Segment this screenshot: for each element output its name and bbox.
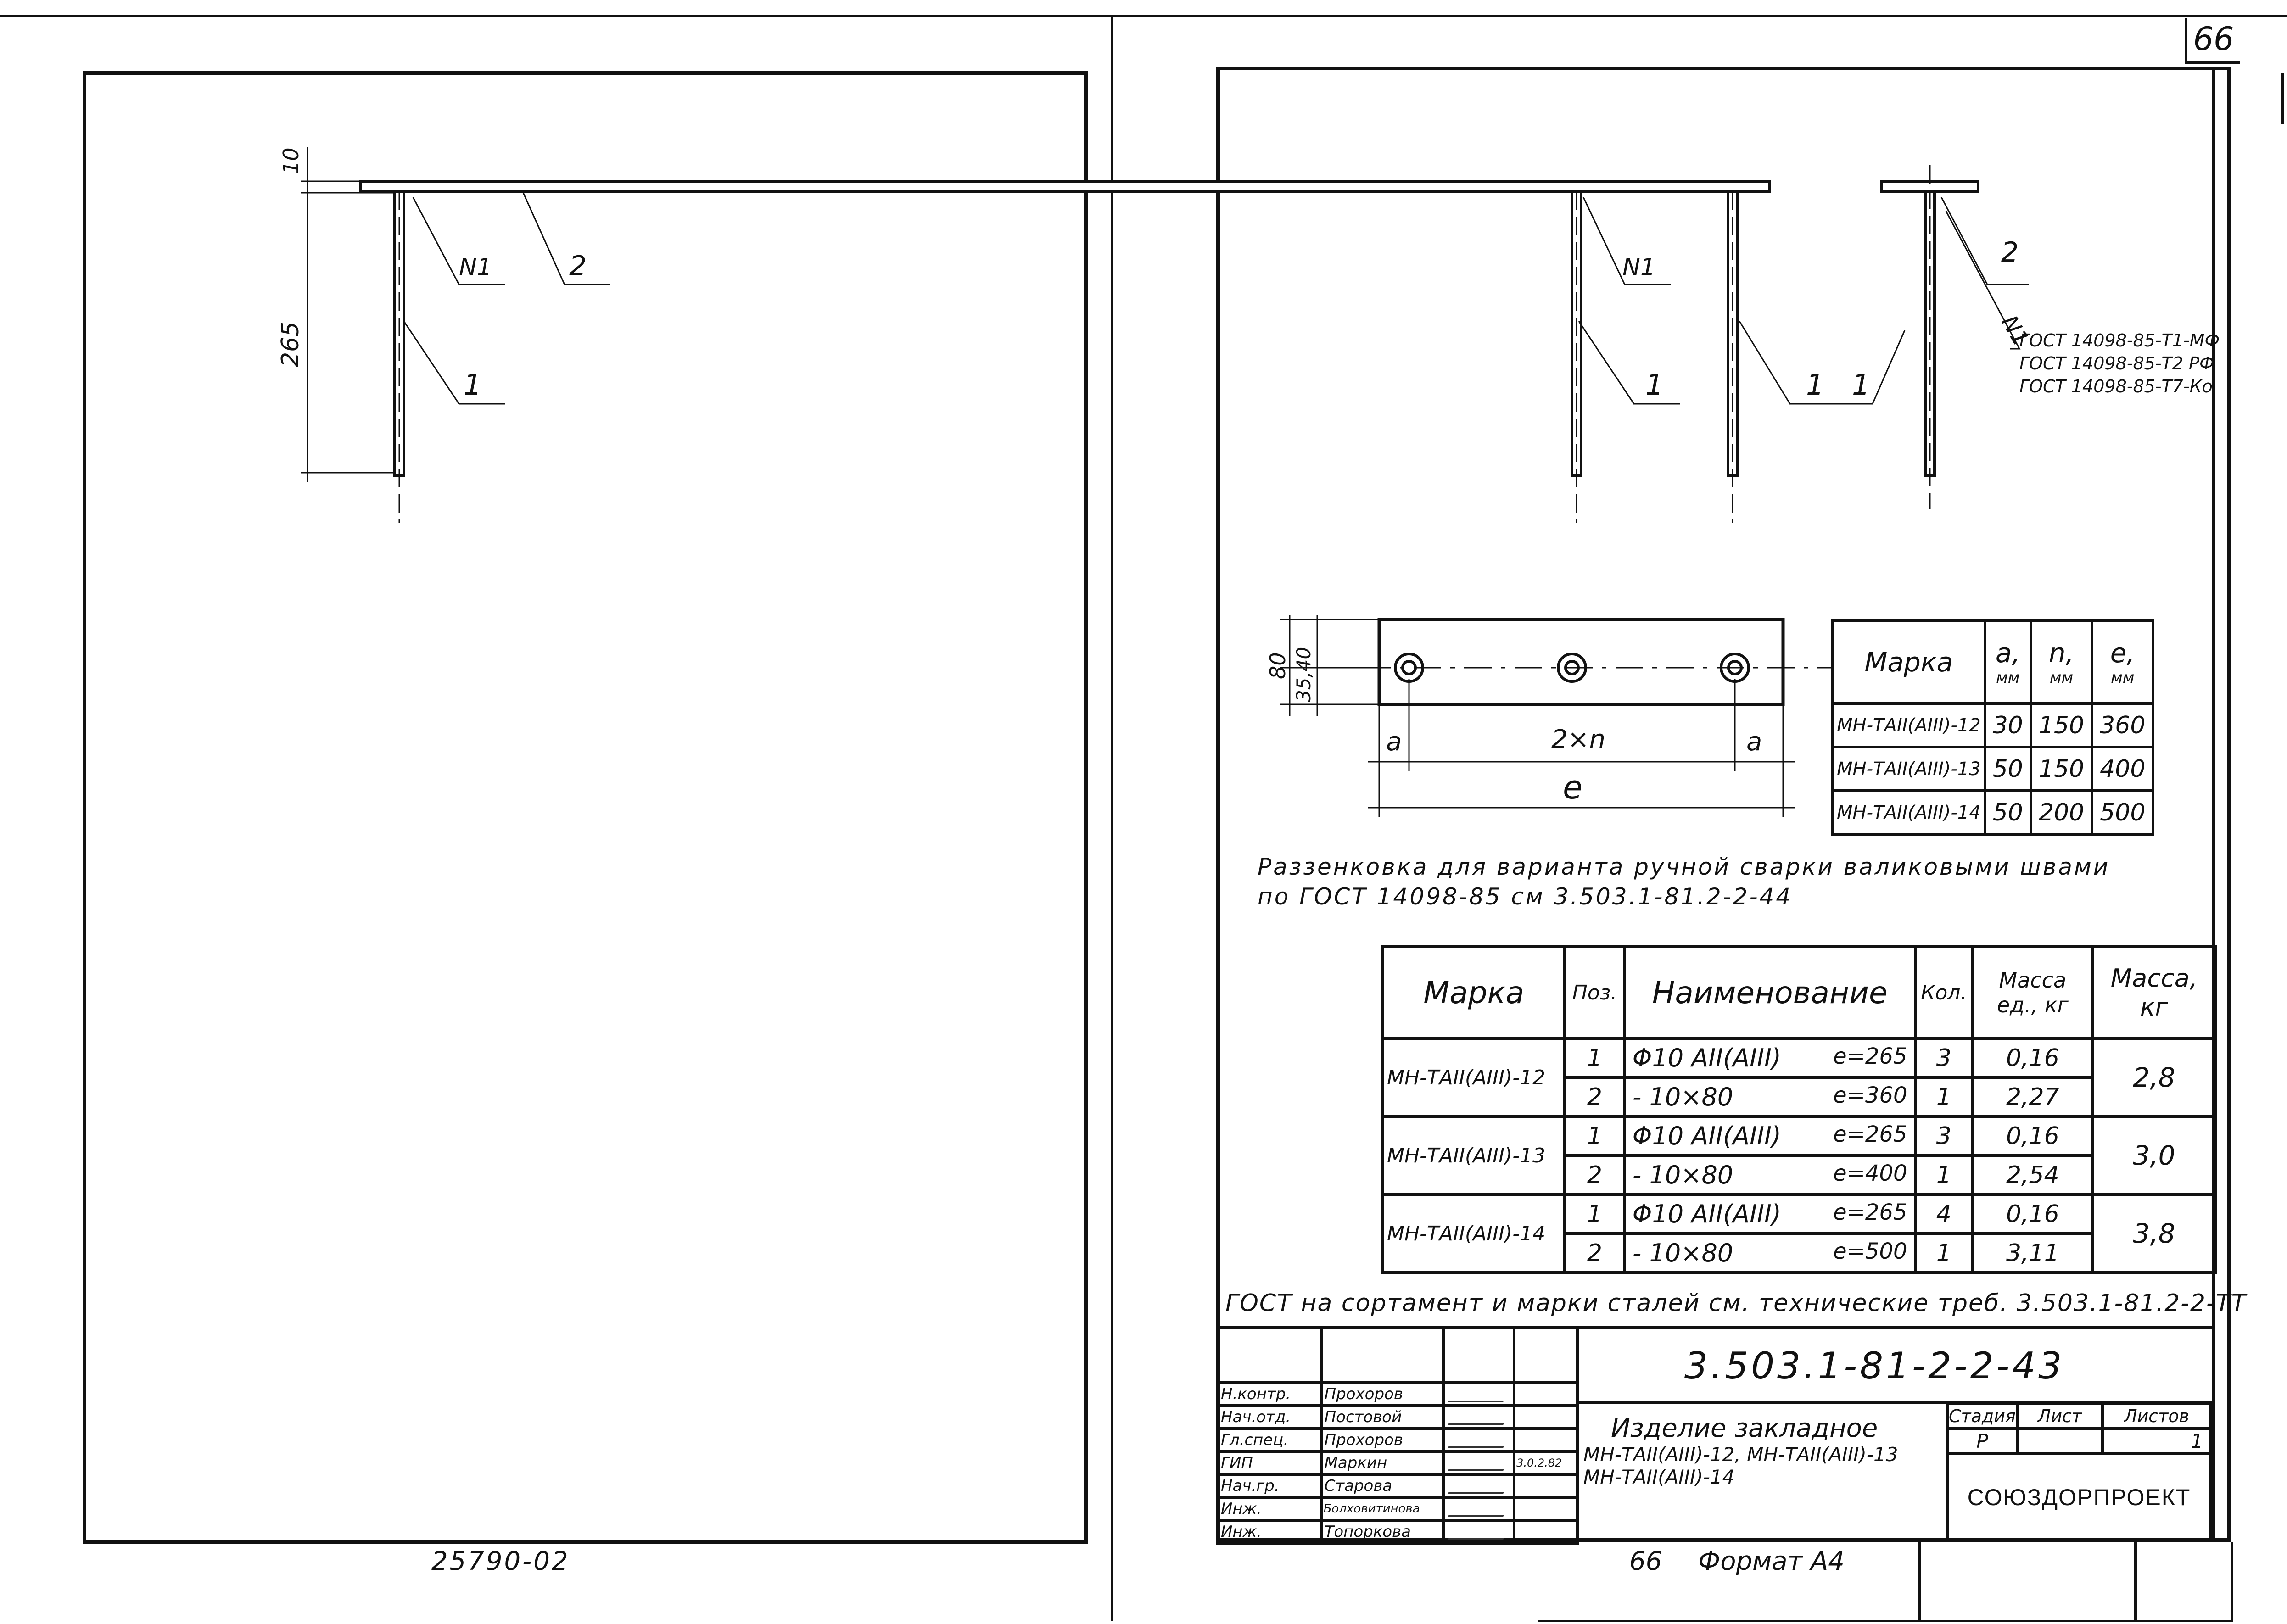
label-2-b: 2 [2001,236,2019,268]
doc-code: 3.503.1-81-2-2-43 [1684,1345,2065,1387]
part-title: Изделие закладное МН-ТАII(АIII)-12, МН-Т… [1583,1413,1898,1488]
table-row: МН-ТАII(АIII)-13 50 150 400 [1831,746,2155,792]
table-row: Инж.Топоркова [1216,1519,1579,1545]
plate-elevation [359,180,1771,193]
dim-header-e: e, мм [2091,619,2155,705]
stage-table: Стадия Лист Листов Р 1 СОЮЗДОРПРОЕКТ [1946,1402,2212,1542]
label-1-a: 1 [464,368,481,402]
table-row: Гл.спец.Прохоров [1216,1427,1579,1453]
sheets-value: 1 [2101,1427,2212,1455]
table-row: МН-ТАII(АIII)-12 1 Φ10 АII(АIII) e=265 3… [1381,1037,2217,1118]
dim-plate-thickness: 10 [279,147,303,174]
hand-weld-note-line-1: Раззенковка для варианта ручной сварки в… [1258,854,2110,880]
top-rule [0,15,2287,17]
right-edge-mark [2281,73,2284,124]
sheet-number-box: 66 [2185,18,2240,64]
table-row: Нач.отд.Постовой [1216,1404,1579,1430]
label-n1-b: N1 [1622,254,1655,281]
plan-dim-e: e [1563,769,1582,806]
table-row: 2 - 10×80 e=400 1 2,54 [1383,1154,2215,1196]
specification-table: Марка Поз. Наименование Кол. Масса ед., … [1381,945,2217,1274]
label-1-b: 1 [1645,368,1663,402]
spec-header-name: Наименование [1623,945,1917,1040]
gost-note-rule [1216,1326,2212,1329]
label-1-d: 1 [1852,368,1870,402]
label-2-a: 2 [569,250,587,282]
table-row: 2 - 10×80 e=500 1 3,11 [1383,1232,2215,1274]
signature [1442,1381,1516,1407]
table-row: МН-ТАII(АIII)-14 1 Φ10 АII(АIII) e=265 4… [1381,1193,2217,1274]
sheets-label: Листов [2101,1402,2212,1430]
table-row: Инж.Болховитинова [1216,1496,1579,1522]
sheet-number: 66 [2193,20,2234,58]
weld-standard-2: ГОСТ 14098-85-Т2 РФ [2019,353,2214,374]
table-row: Н.контр.Прохоров [1216,1381,1579,1407]
staff-table: Н.контр.Прохоров Нач.отд.Постовой Гл.спе… [1216,1326,1579,1545]
table-row: МН-ТАII(АIII)-13 1 Φ10 АII(АIII) e=265 3… [1381,1115,2217,1196]
spec-header-pos: Поз. [1563,945,1626,1040]
spec-header-unit-mass: Масса ед., кг [1971,945,2094,1040]
plan-dim-height: 80 [1265,652,1290,679]
label-n1-a: N1 [459,254,492,281]
sheet-value [2015,1427,2104,1455]
signature [1442,1473,1516,1499]
label-1-c: 1 [1806,368,1824,402]
spec-header-mass: Масса, кг [2091,945,2217,1040]
right-sheet-frame [1216,67,2231,1542]
weld-standard-3: ГОСТ 14098-85-Т7-Ко [2019,376,2213,396]
gost-steel-note: ГОСТ на сортамент и марки сталей см. тех… [1225,1289,2247,1317]
footer-page-number: 66 [1629,1546,1662,1576]
plate-plan [1377,618,1785,706]
table-row: 2 - 10×80 e=360 1 2,27 [1383,1076,2215,1118]
left-blank-frame [83,71,1088,1544]
dim-anchor-length: 265 [277,322,304,367]
signature [1442,1404,1516,1430]
plan-hole-2 [1557,653,1587,683]
spec-header-qty: Кол. [1913,945,1974,1040]
title-block: Н.контр.Прохоров Нач.отд.Постовой Гл.спе… [1216,1326,2212,1545]
table-row: МН-ТАII(АIII)-14 50 200 500 [1831,789,2155,836]
plan-dim-2n: 2×n [1551,725,1605,754]
dim-header-a: a, мм [1983,619,2032,705]
paper-format: Формат А4 [1698,1546,1845,1576]
table-row: МН-ТАII(АIII)-12 30 150 360 [1831,702,2155,748]
dim-header-n: n, мм [2029,619,2094,705]
plan-dim-a-left: a [1386,727,1402,757]
doc-code-box: 3.503.1-81-2-2-43 [1579,1326,2212,1404]
spec-header-mark: Марка [1381,945,1566,1040]
center-fold-line [1111,15,1113,1621]
signature [1442,1427,1516,1453]
right-sheet-inner-border [2212,67,2215,1542]
inventory-number: 25790-02 [431,1546,570,1576]
dim-header-mark: Марка [1831,619,1986,705]
stage-label: Стадия [1946,1402,2019,1430]
plan-dim-a-right: a [1746,727,1762,757]
stage-value: Р [1946,1427,2019,1455]
signature [1442,1450,1516,1476]
weld-standard-1: ГОСТ 14098-85-Т1-МФ [2019,330,2220,351]
signature [1442,1496,1516,1522]
dimension-table: Марка a, мм n, мм e, мм МН-ТАII(АIII)-12… [1831,619,2155,836]
organization: СОЮЗДОРПРОЕКТ [1946,1452,2212,1542]
plan-dim-offsets: 35,40 [1292,647,1315,702]
hand-weld-note-line-2: по ГОСТ 14098-85 см 3.503.1-81.2-2-44 [1258,883,1793,910]
sheet-label: Лист [2015,1402,2104,1430]
table-row: Нач.гр.Старова [1216,1473,1579,1499]
signature [1442,1519,1516,1545]
